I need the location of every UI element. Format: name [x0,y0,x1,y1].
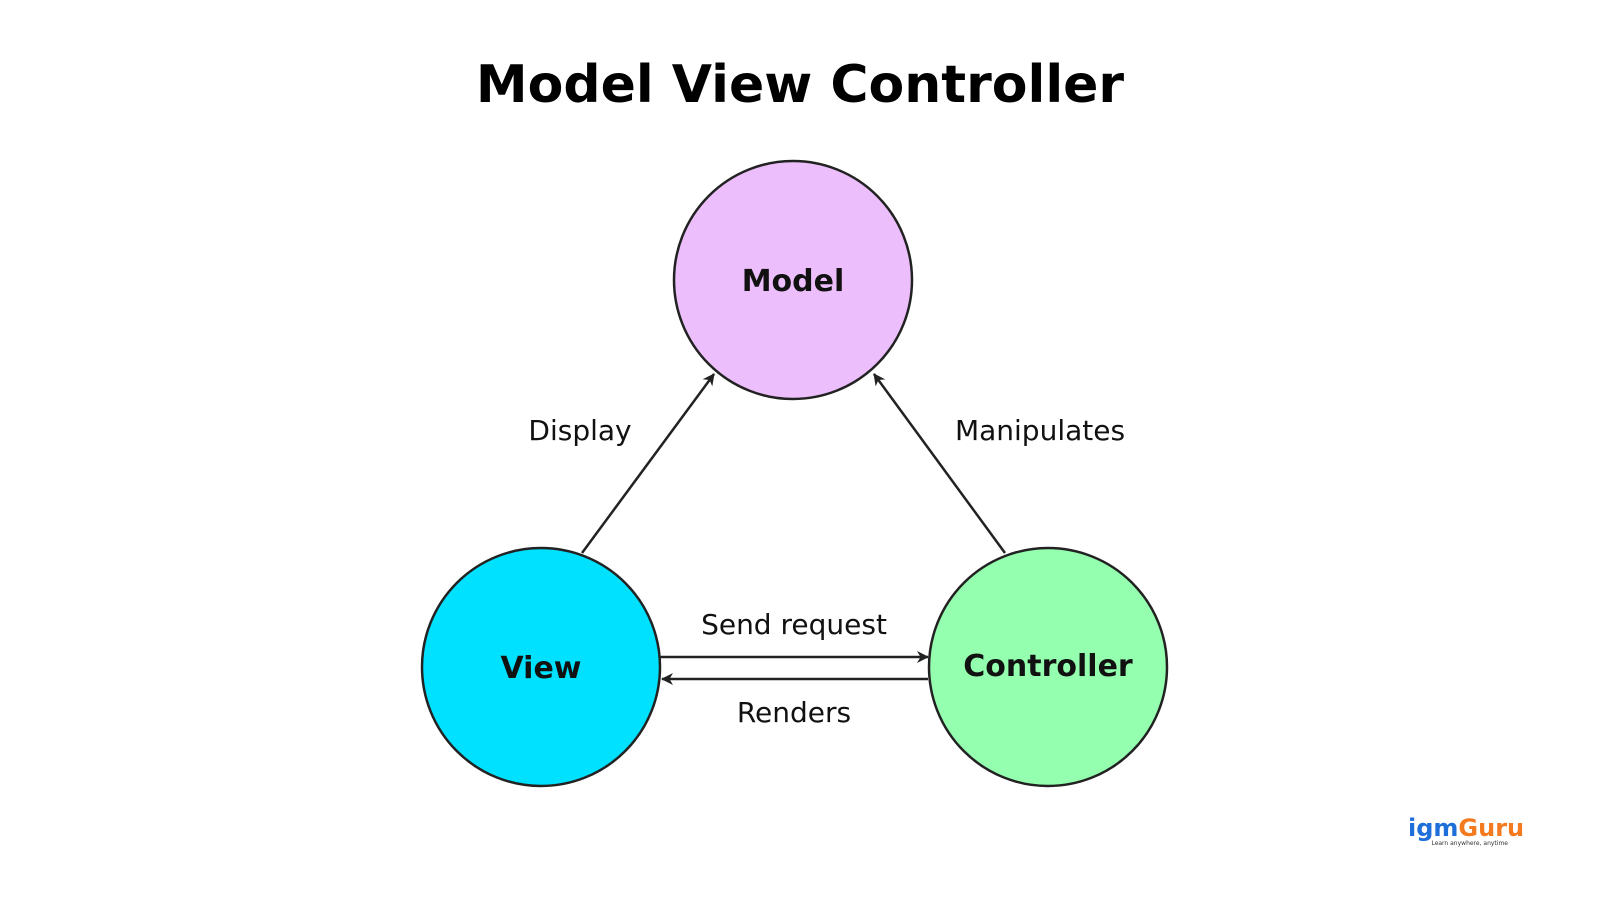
logo-tagline: Learn anywhere, anytime [1431,840,1508,847]
node-model-label: Model [742,264,845,299]
logo-text: igmGuru [1408,814,1524,842]
edge-display-arrow [580,373,716,554]
node-controller-circle [927,546,1169,788]
node-model-circle [672,159,914,401]
logo-text-guru: Guru [1458,814,1524,842]
node-model: Model [672,159,914,401]
edge-manipulates-arrow [872,373,1007,554]
logo-text-igm: igm [1408,814,1458,842]
edge-send-request-label: Send request [701,608,887,641]
page-title: Model View Controller [476,55,1125,115]
igmguru-logo: igmGuru Learn anywhere, anytime [1408,814,1524,847]
node-controller: Controller [927,546,1169,788]
edge-display-label: Display [528,414,631,447]
node-view: View [420,546,662,788]
node-view-label: View [500,651,581,686]
node-view-circle [420,546,662,788]
node-controller-label: Controller [963,649,1133,684]
edge-renders-label: Renders [737,696,851,729]
edge-manipulates-label: Manipulates [955,414,1125,447]
